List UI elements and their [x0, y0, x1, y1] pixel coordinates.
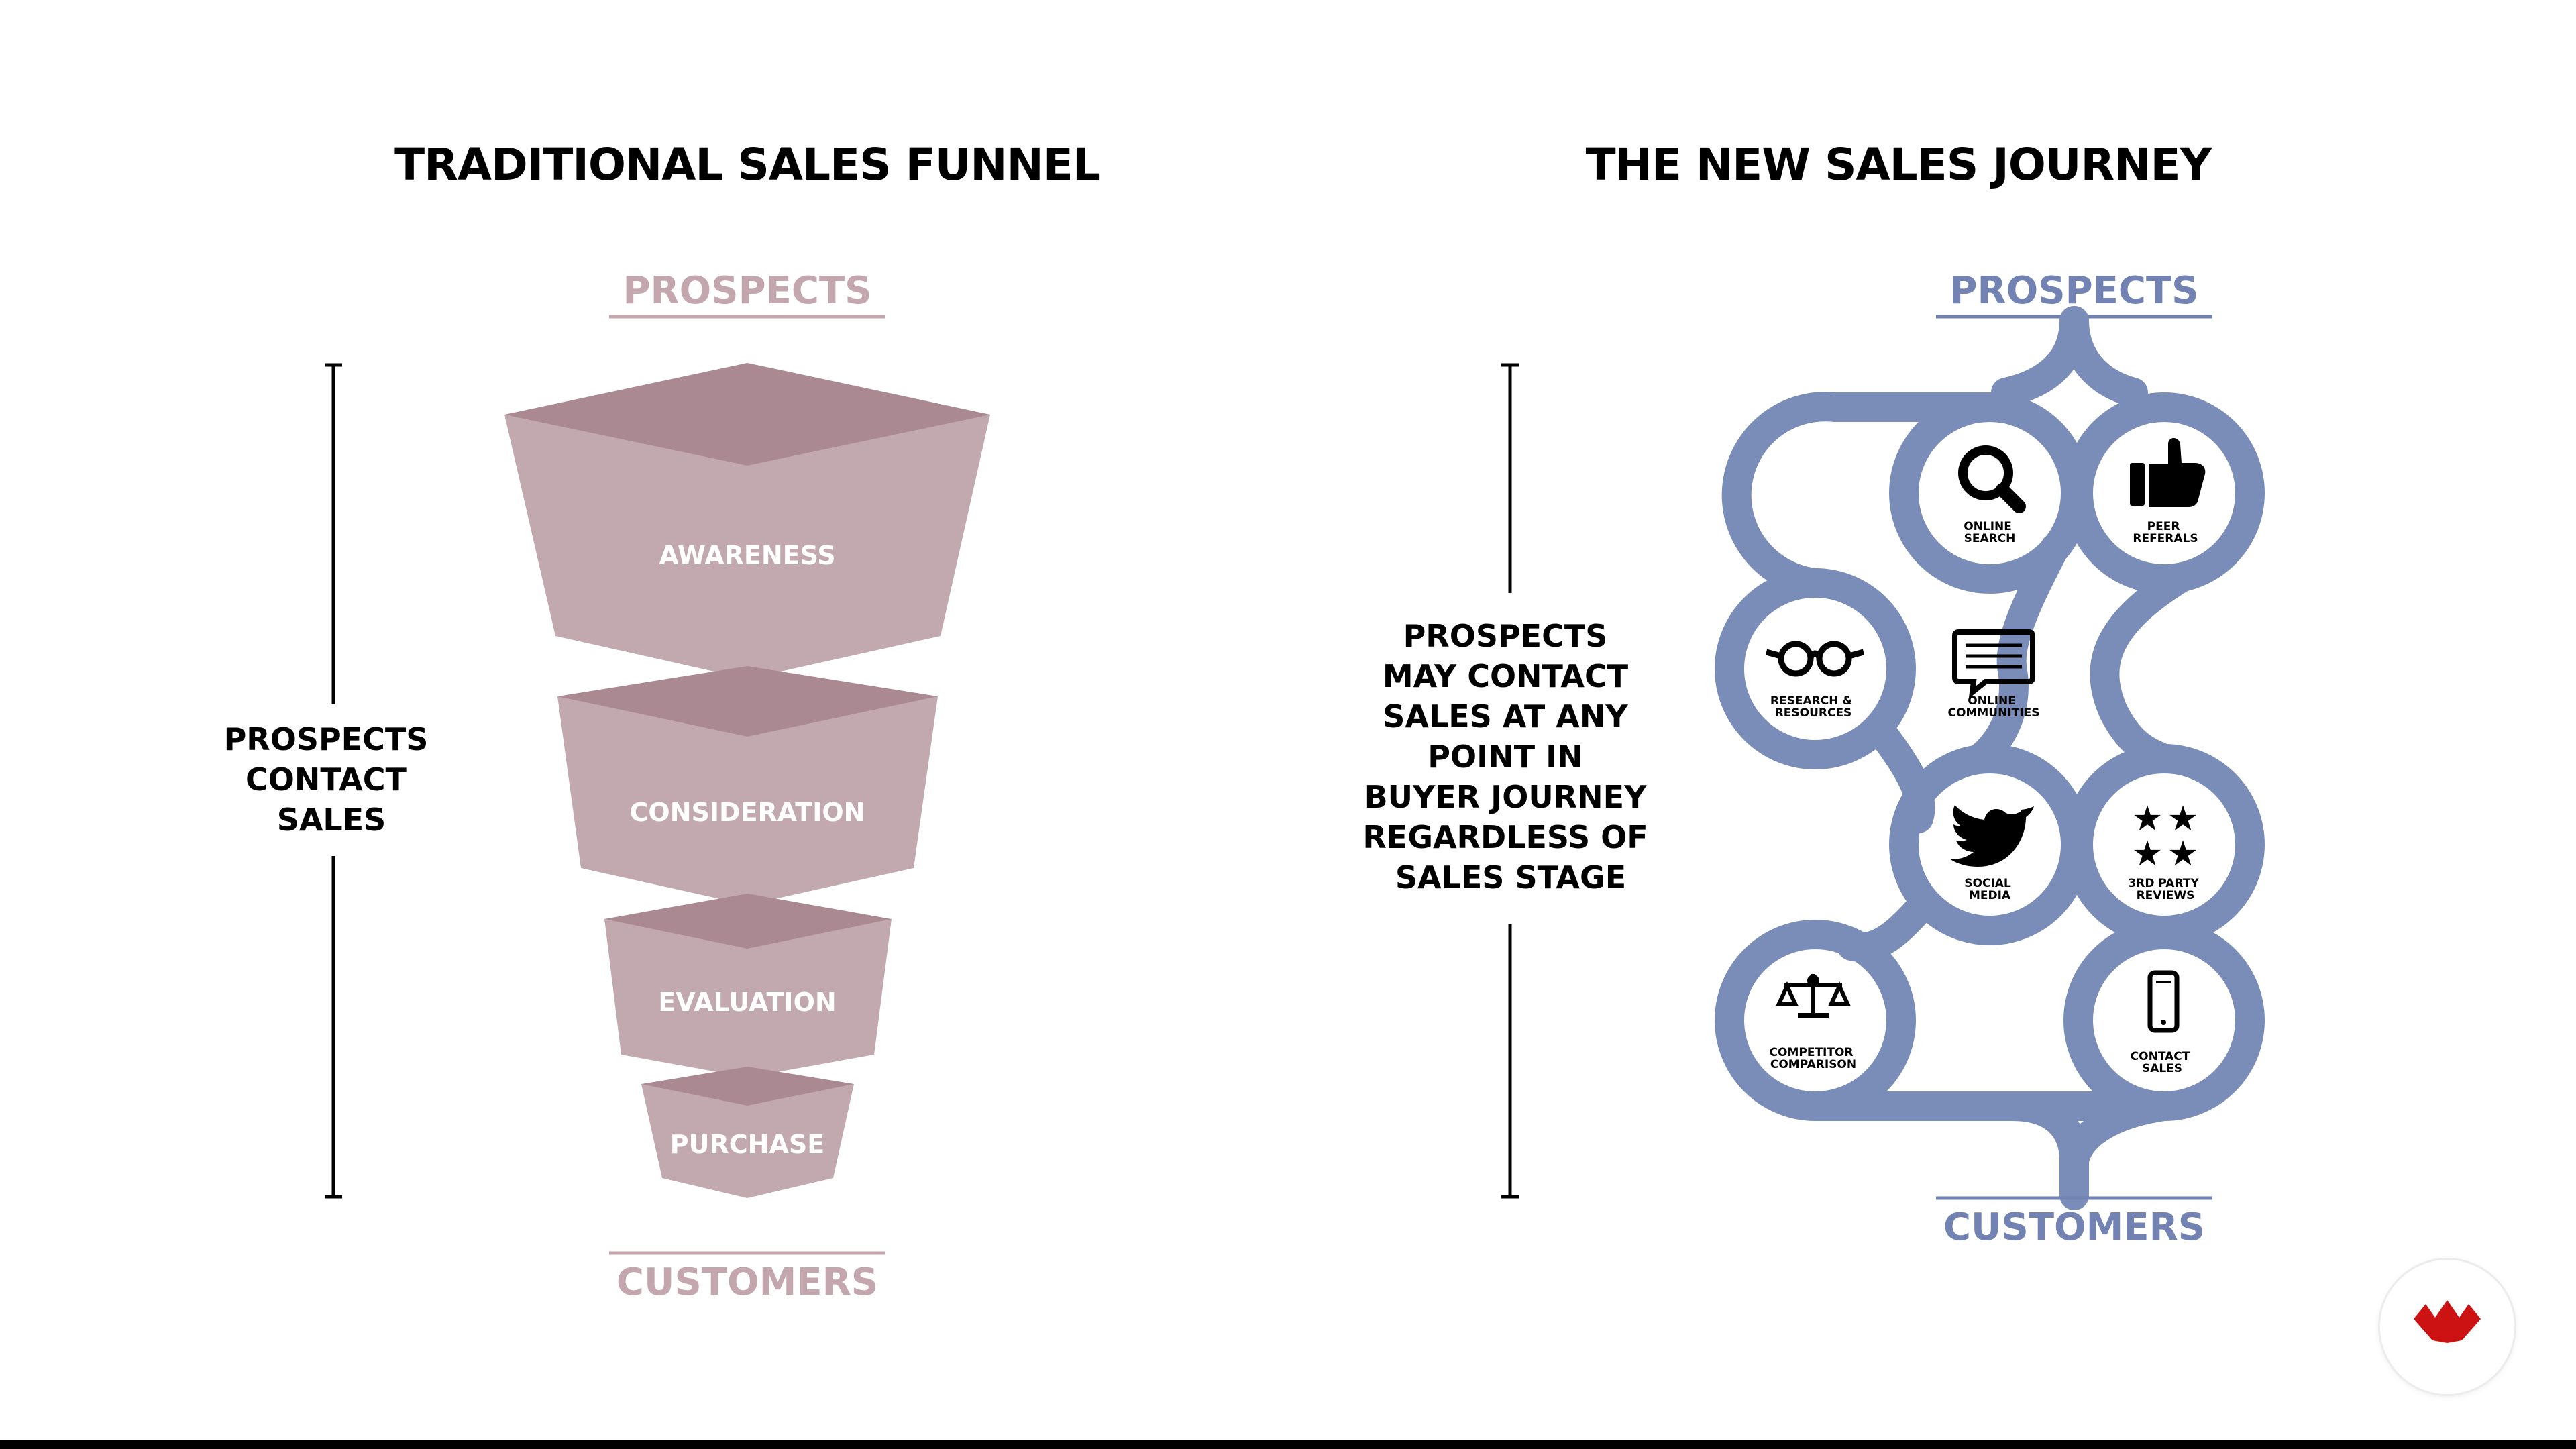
- bottom-bar: [0, 1440, 2576, 1449]
- svg-text:★: ★: [2167, 834, 2199, 874]
- touchpoint-3rd-party-reviews: ★ ★ ★ ★ 3RD PARTY REVIEWS: [2128, 799, 2202, 902]
- funnel-stage-evaluation-top: [604, 894, 892, 949]
- new-journey-panel: THE NEW SALES JOURNEY PROSPECTS: [1362, 139, 2265, 1249]
- touchpoint-peer-referals: PEER REFERALS: [2130, 438, 2206, 545]
- touchpoint-online-search: ONLINE SEARCH: [1958, 445, 2026, 545]
- left-prospects-label: PROSPECTS: [623, 269, 871, 313]
- funnel-stage-awareness: AWARENESS: [504, 363, 990, 679]
- magnifier-icon: [1958, 445, 2026, 513]
- right-bracket: [1501, 363, 1519, 1199]
- traditional-funnel-panel: TRADITIONAL SALES FUNNEL PROSPECTS AWARE…: [224, 139, 1101, 1304]
- touchpoint-competitor-comparison: COMPETITOR COMPARISON: [1770, 974, 1858, 1071]
- left-title: TRADITIONAL SALES FUNNEL: [394, 139, 1100, 191]
- funnel-stage-consideration-top: [557, 666, 938, 737]
- right-side-line: PROSPECTS: [1403, 618, 1608, 654]
- left-customers-label: CUSTOMERS: [616, 1260, 878, 1304]
- journey-path-network: [1715, 306, 2265, 1210]
- funnel-stage-consideration-front: [557, 696, 938, 905]
- right-side-line: REGARDLESS OF: [1362, 819, 1648, 855]
- touchpoint-label: ONLINE COMMUNITIES: [1948, 694, 2040, 720]
- left-side-line: PROSPECTS: [224, 721, 429, 757]
- funnel-stage-awareness-front: [504, 415, 990, 679]
- touchpoint-label: RESEARCH & RESOURCES: [1770, 694, 1856, 720]
- right-prospects-label: PROSPECTS: [1949, 269, 2198, 313]
- thumbs-up-icon: [2130, 438, 2206, 507]
- right-side-line: POINT IN: [1428, 739, 1582, 775]
- right-side-line: SALES AT ANY: [1383, 698, 1628, 735]
- funnel-stage-purchase: PURCHASE: [641, 1067, 854, 1198]
- funnel-stage-label: PURCHASE: [670, 1130, 824, 1159]
- left-side-line: SALES: [277, 802, 386, 838]
- left-bracket: [325, 363, 342, 1199]
- right-side-label: PROSPECTS MAY CONTACT SALES AT ANY POINT…: [1362, 618, 1658, 896]
- speech-bubble-icon: [1952, 629, 2035, 699]
- svg-text:★: ★: [2167, 799, 2199, 839]
- touchpoint-social-media: SOCIAL MEDIA: [1949, 805, 2034, 902]
- scales-icon: [1776, 974, 1851, 1018]
- left-side-line: CONTACT: [246, 761, 407, 798]
- touchpoint-label: ONLINE SEARCH: [1964, 520, 2016, 545]
- svg-text:★: ★: [2132, 799, 2163, 839]
- right-title: THE NEW SALES JOURNEY: [1586, 139, 2213, 191]
- funnel-stage-awareness-top: [504, 363, 990, 466]
- funnel-stage-label: CONSIDERATION: [630, 798, 865, 827]
- right-side-line: SALES STAGE: [1395, 859, 1626, 896]
- funnel-stage-evaluation-front: [604, 919, 892, 1077]
- phone-icon: [2147, 970, 2180, 1033]
- right-side-line: MAY CONTACT: [1383, 658, 1629, 694]
- touchpoint-label: PEER REFERALS: [2133, 520, 2198, 545]
- svg-text:★: ★: [2132, 834, 2163, 874]
- funnel-stage-evaluation: EVALUATION: [604, 894, 892, 1077]
- funnel-stage-consideration: CONSIDERATION: [557, 666, 938, 905]
- bird-icon: [1949, 805, 2034, 867]
- funnel-stage-label: EVALUATION: [658, 987, 836, 1017]
- stars-icon: ★ ★ ★ ★: [2132, 799, 2199, 874]
- glasses-icon: [1765, 641, 1865, 677]
- funnel-stage-purchase-front: [641, 1084, 854, 1198]
- right-side-line: BUYER JOURNEY: [1364, 779, 1647, 815]
- funnel-stage-label: AWARENESS: [659, 541, 835, 570]
- touchpoint-label: SOCIAL MEDIA: [1964, 877, 2015, 902]
- brand-logo-icon: [2414, 1300, 2481, 1343]
- touchpoint-label: CONTACT SALES: [2131, 1050, 2194, 1075]
- right-customers-label: CUSTOMERS: [1943, 1205, 2205, 1249]
- left-side-label: PROSPECTS CONTACT SALES: [224, 721, 439, 838]
- touchpoint-contact-sales: CONTACT SALES: [2131, 970, 2194, 1075]
- brand-logo-badge[interactable]: [2380, 1260, 2514, 1394]
- touchpoint-label: COMPETITOR COMPARISON: [1770, 1046, 1858, 1071]
- touchpoint-label: 3RD PARTY REVIEWS: [2128, 877, 2202, 902]
- funnel-stage-purchase-top: [641, 1067, 854, 1106]
- touchpoint-online-communities: ONLINE COMMUNITIES: [1948, 629, 2040, 720]
- touchpoint-research-resources: RESEARCH & RESOURCES: [1765, 641, 1865, 720]
